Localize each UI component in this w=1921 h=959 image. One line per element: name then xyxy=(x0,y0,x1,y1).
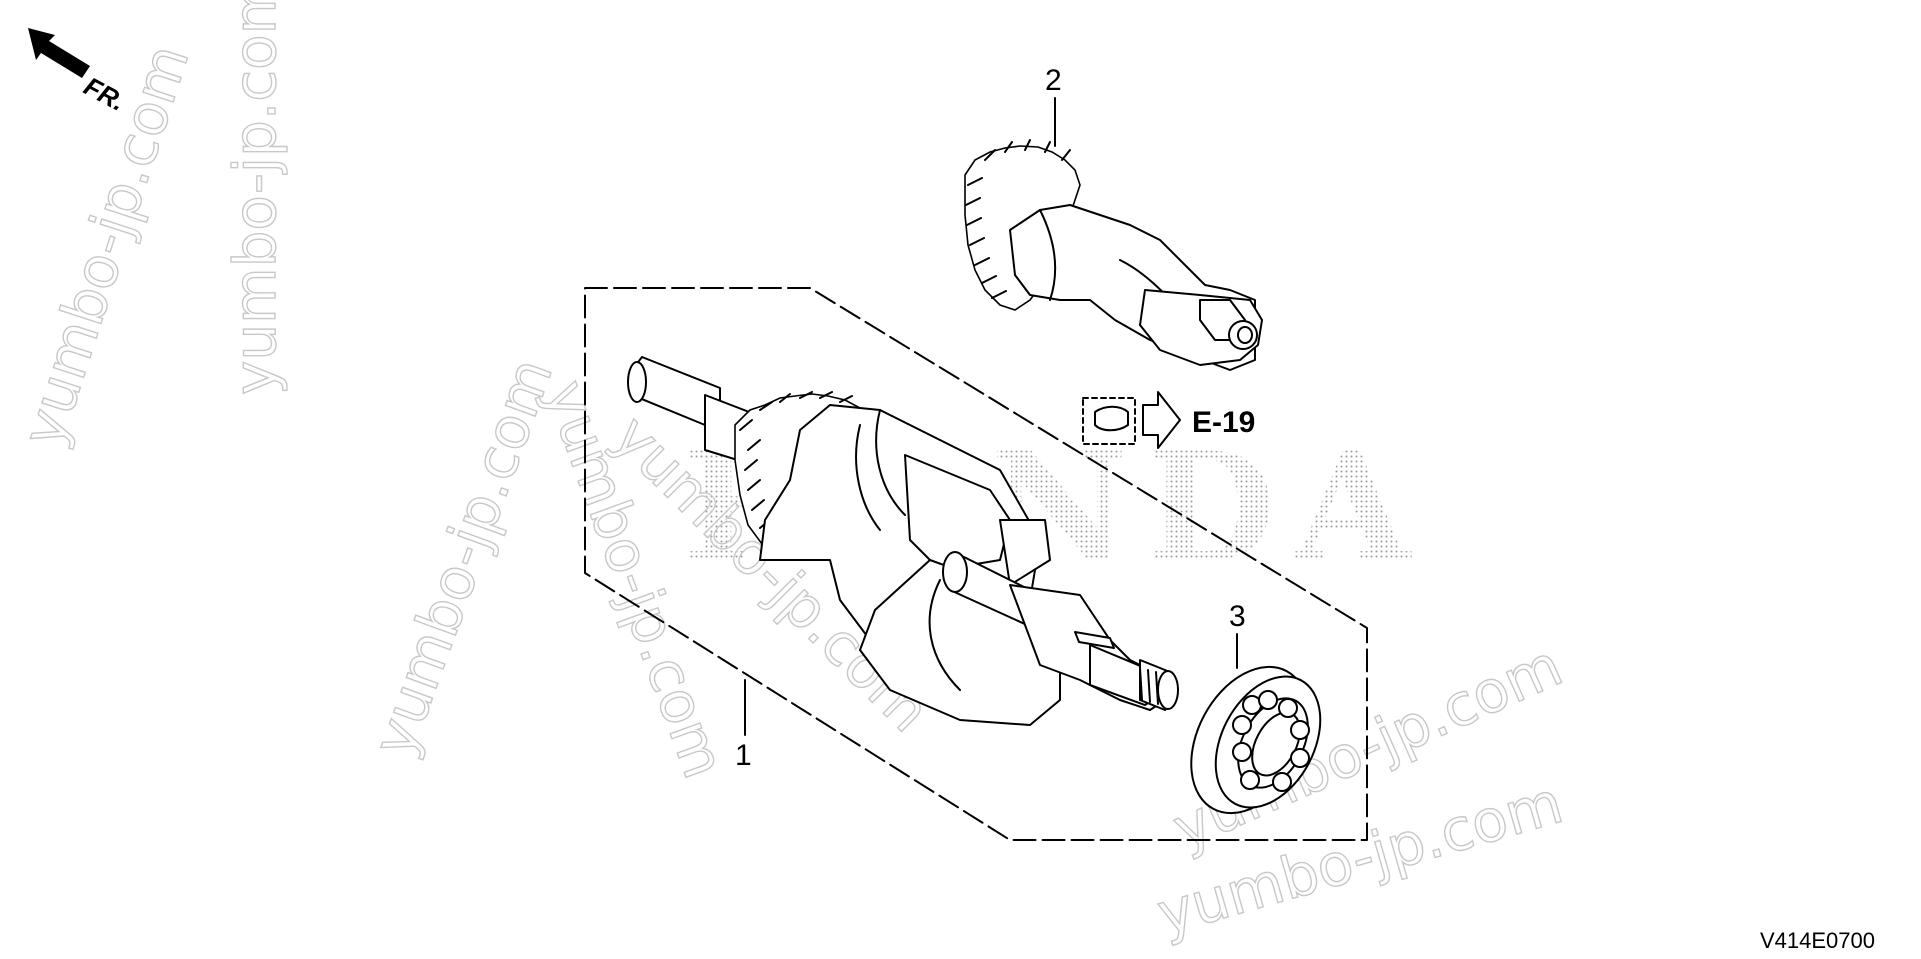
assembly-boundary xyxy=(584,287,1368,841)
bearing-illustration xyxy=(1190,665,1322,815)
balancer-shaft-illustration xyxy=(964,139,1263,371)
crankshaft-illustration xyxy=(627,356,1179,726)
front-arrow-icon xyxy=(28,28,90,78)
callout-number: 1 xyxy=(735,739,752,772)
front-direction-indicator: FR. xyxy=(28,28,130,117)
callout-number: 3 xyxy=(1229,600,1246,633)
woodruff-key-icon xyxy=(1094,405,1129,432)
reference-arrow-icon xyxy=(1142,391,1181,449)
diagram-code: V414E0700 xyxy=(1760,928,1875,953)
watermark-text: yumbo-jp.com xyxy=(359,350,566,765)
reference-label: E-19 xyxy=(1192,406,1255,439)
watermark-text: yumbo-jp.com xyxy=(221,0,289,395)
key-reference: E-19 xyxy=(1082,391,1255,449)
key-frame xyxy=(1082,397,1136,445)
callout-2[interactable]: 2 xyxy=(1045,64,1062,147)
callout-1[interactable]: 1 xyxy=(735,679,752,772)
callout-number: 2 xyxy=(1045,64,1062,97)
callout-3[interactable]: 3 xyxy=(1229,600,1246,669)
